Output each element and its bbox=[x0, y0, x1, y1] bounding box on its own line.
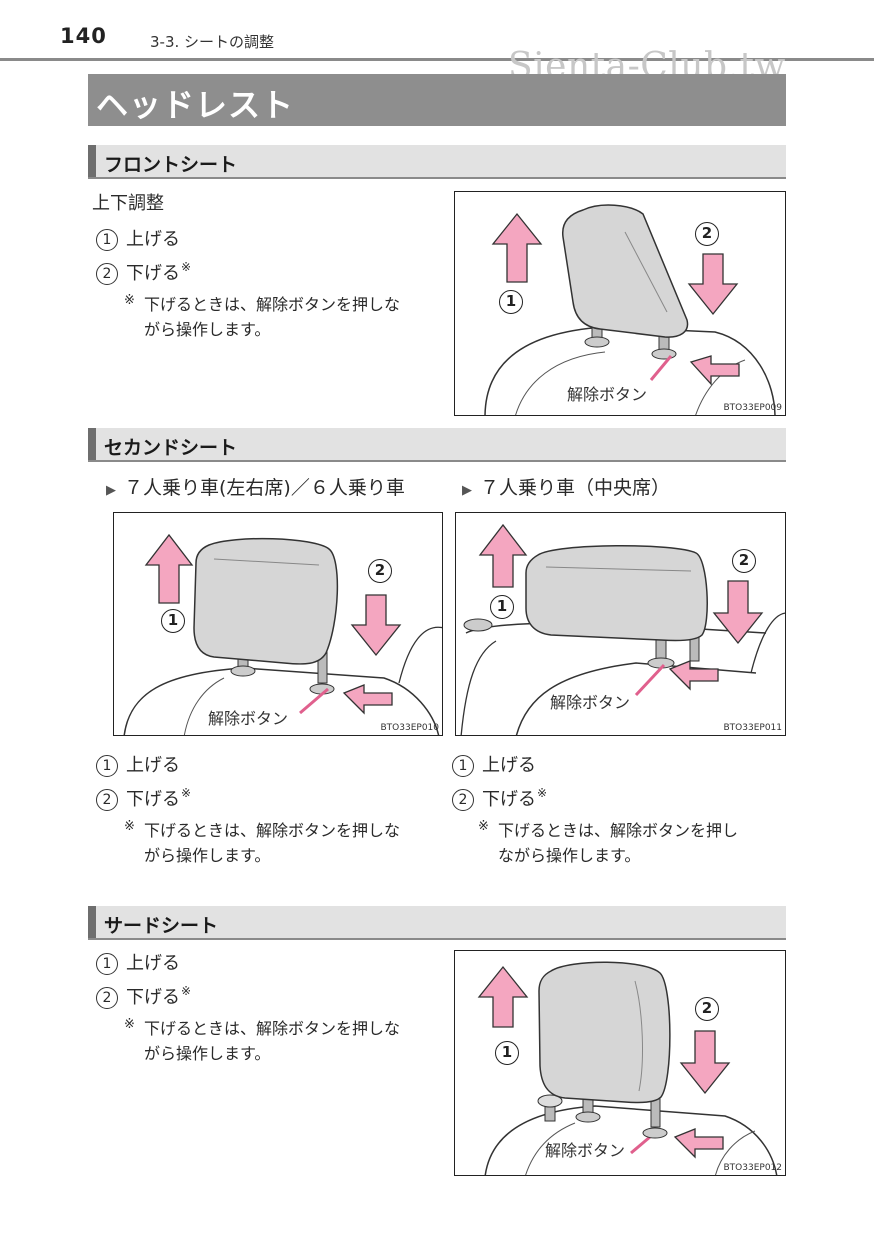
front-step-down: 2 下げる※ bbox=[96, 259, 191, 285]
asterisk: ※ bbox=[181, 260, 192, 274]
circled-number-1: 1 bbox=[96, 755, 118, 777]
step-down-label: 下げる bbox=[126, 263, 180, 284]
section-heading-front-text: フロントシート bbox=[104, 154, 238, 176]
third-step-down: 2 下げる※ bbox=[96, 983, 191, 1009]
figure-3-marker-2: 2 bbox=[732, 549, 756, 573]
note-line-2: がら操作します。 bbox=[144, 846, 271, 865]
figure-1-marker-1: 1 bbox=[499, 290, 523, 314]
figure-4-release-label: 解除ボタン bbox=[545, 1141, 626, 1160]
note-line-1: 下げるときは、解除ボタンを押しな bbox=[144, 821, 401, 840]
note-asterisk: ※ bbox=[124, 819, 135, 834]
third-step-up: 1 上げる bbox=[96, 949, 180, 975]
note-asterisk: ※ bbox=[124, 293, 135, 308]
asterisk: ※ bbox=[181, 786, 192, 800]
step-up-label: 上げる bbox=[126, 755, 180, 776]
note-line-1: 下げるときは、解除ボタンを押しな bbox=[144, 1019, 401, 1038]
page-title-bar: ヘッドレスト bbox=[88, 74, 786, 126]
step-down-label: 下げる bbox=[482, 789, 536, 810]
step-down-label: 下げる bbox=[126, 789, 180, 810]
note-line-2: がら操作します。 bbox=[144, 320, 271, 339]
section-reference: 3-3. シートの調整 bbox=[150, 33, 275, 51]
section-heading-third: サードシート bbox=[88, 906, 786, 940]
second-variant-right: ▶ ７人乗り車（中央席） bbox=[462, 473, 670, 500]
circled-number-2: 2 bbox=[452, 789, 474, 811]
circled-number-2: 2 bbox=[96, 263, 118, 285]
figure-1-marker-2: 2 bbox=[695, 222, 719, 246]
step-up-label: 上げる bbox=[126, 229, 180, 250]
note-line-2: ながら操作します。 bbox=[498, 846, 641, 865]
triangle-bullet-icon: ▶ bbox=[462, 483, 472, 498]
figure-3-release-label: 解除ボタン bbox=[550, 693, 631, 712]
section-heading-front: フロントシート bbox=[88, 145, 786, 179]
front-subtitle: 上下調整 bbox=[92, 193, 164, 214]
figure-1-release-label: 解除ボタン bbox=[567, 385, 648, 404]
figure-3-code: BTO33EP011 bbox=[723, 723, 783, 733]
second-left-note: ※ 下げるときは、解除ボタンを押しな がら操作します。 bbox=[124, 818, 454, 868]
step-up-label: 上げる bbox=[482, 755, 536, 776]
front-note: ※ 下げるときは、解除ボタンを押しな がら操作します。 bbox=[124, 292, 454, 342]
front-step-up: 1 上げる bbox=[96, 225, 180, 251]
second-left-step-up: 1 上げる bbox=[96, 751, 180, 777]
section-heading-second-text: セカンドシート bbox=[104, 437, 238, 459]
figure-2-code: BTO33EP010 bbox=[380, 723, 440, 733]
second-right-step-down: 2 下げる※ bbox=[452, 785, 547, 811]
section-heading-third-text: サードシート bbox=[104, 915, 219, 937]
figure-2-marker-2: 2 bbox=[368, 559, 392, 583]
section-heading-second: セカンドシート bbox=[88, 428, 786, 462]
figure-4-marker-1: 1 bbox=[495, 1041, 519, 1065]
variant-right-label: ７人乗り車（中央席） bbox=[480, 477, 671, 499]
page-title: ヘッドレスト bbox=[96, 86, 295, 124]
note-line-1: 下げるときは、解除ボタンを押しな bbox=[144, 295, 401, 314]
step-down-label: 下げる bbox=[126, 987, 180, 1008]
figure-2-marker-1: 1 bbox=[161, 609, 185, 633]
second-variant-left: ▶ ７人乗り車(左右席)／６人乗り車 bbox=[106, 473, 405, 500]
second-right-note: ※ 下げるときは、解除ボタンを押し ながら操作します。 bbox=[478, 818, 798, 868]
page-number: 140 bbox=[60, 24, 107, 48]
figure-third-seat-headrest: 1 2 解除ボタン BTO33EP012 bbox=[454, 950, 786, 1176]
circled-number-2: 2 bbox=[96, 789, 118, 811]
note-asterisk: ※ bbox=[478, 819, 489, 834]
triangle-bullet-icon: ▶ bbox=[106, 483, 116, 498]
figure-second-seat-side: 1 2 解除ボタン BTO33EP010 bbox=[113, 512, 443, 736]
figure-4-code: BTO33EP012 bbox=[723, 1163, 783, 1173]
note-asterisk: ※ bbox=[124, 1017, 135, 1032]
figure-1-code: BTO33EP009 bbox=[723, 403, 783, 413]
figure-front-seat-headrest: 1 2 解除ボタン BTO33EP009 bbox=[454, 191, 786, 416]
third-note: ※ 下げるときは、解除ボタンを押しな がら操作します。 bbox=[124, 1016, 454, 1066]
step-up-label: 上げる bbox=[126, 953, 180, 974]
note-line-2: がら操作します。 bbox=[144, 1044, 271, 1063]
asterisk: ※ bbox=[181, 984, 192, 998]
circled-number-1: 1 bbox=[96, 229, 118, 251]
circled-number-1: 1 bbox=[96, 953, 118, 975]
circled-number-1: 1 bbox=[452, 755, 474, 777]
asterisk: ※ bbox=[537, 786, 548, 800]
figure-4-marker-2: 2 bbox=[695, 997, 719, 1021]
figure-second-seat-center: 1 2 解除ボタン BTO33EP011 bbox=[455, 512, 786, 736]
figure-2-release-label: 解除ボタン bbox=[208, 709, 289, 728]
note-line-1: 下げるときは、解除ボタンを押し bbox=[498, 821, 739, 840]
second-right-step-up: 1 上げる bbox=[452, 751, 536, 777]
second-left-step-down: 2 下げる※ bbox=[96, 785, 191, 811]
variant-left-label: ７人乗り車(左右席)／６人乗り車 bbox=[124, 477, 405, 499]
circled-number-2: 2 bbox=[96, 987, 118, 1009]
header-rule bbox=[0, 58, 874, 61]
figure-3-marker-1: 1 bbox=[490, 595, 514, 619]
